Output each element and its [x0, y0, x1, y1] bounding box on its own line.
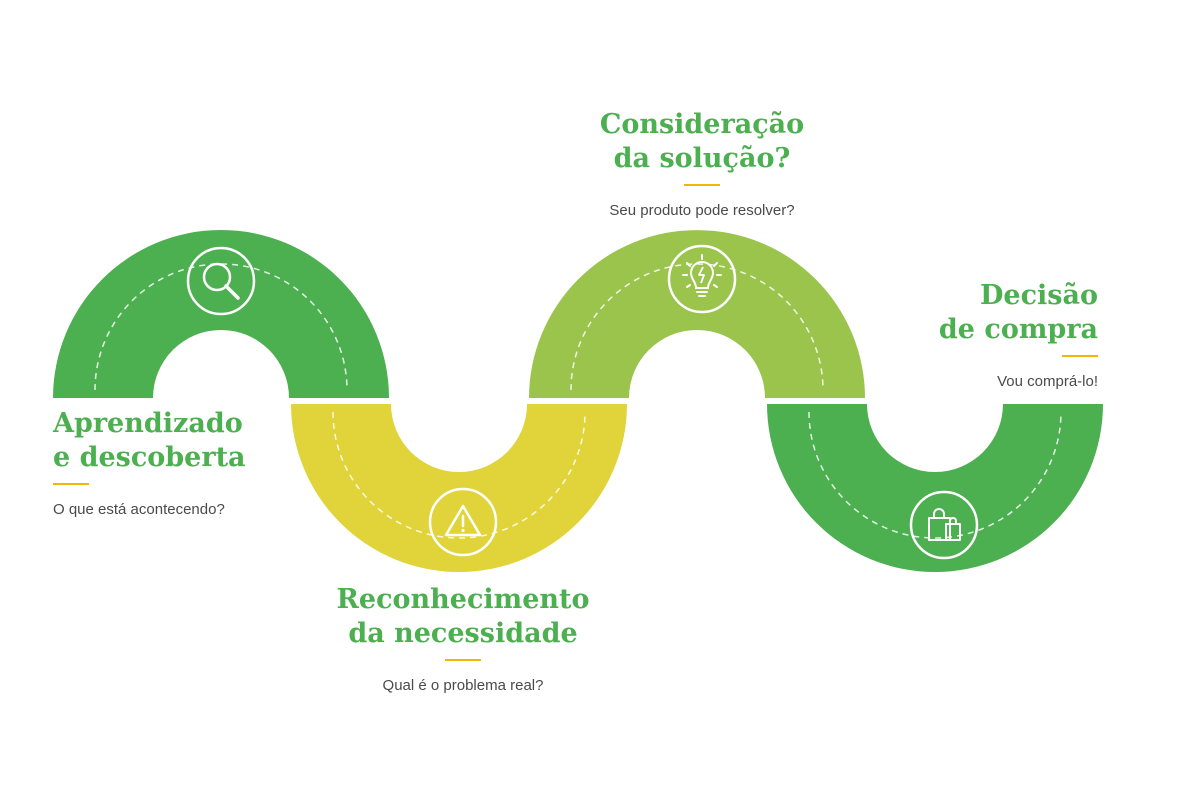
stage-reconhecimento: Reconhecimento da necessidade Qual é o p…	[313, 583, 613, 694]
accent-rule	[445, 659, 481, 661]
stage-consideracao: Consideração da solução? Seu produto pod…	[552, 108, 852, 219]
stage-aprendizado: Aprendizado e descoberta O que está acon…	[53, 407, 333, 518]
search-icon	[186, 246, 256, 316]
stage-title: Consideração da solução?	[599, 109, 805, 174]
stage-description: Seu produto pode resolver?	[609, 202, 795, 219]
dashed-track-stage-1	[94, 263, 348, 391]
accent-rule	[53, 483, 89, 485]
warning-icon	[428, 487, 498, 557]
stage-title: Aprendizado e descoberta	[53, 408, 246, 473]
stage-description: Qual é o problema real?	[382, 677, 544, 694]
stage-title: Decisão de compra	[938, 280, 1098, 345]
shopping-bag-icon	[909, 490, 979, 560]
stage-description: O que está acontecendo?	[53, 501, 225, 518]
stage-description: Vou comprá-lo!	[997, 373, 1098, 390]
dashed-track-stage-3	[570, 263, 824, 391]
arch-stage-4	[767, 404, 1103, 572]
dashed-track-stage-4	[808, 411, 1062, 539]
accent-rule	[684, 184, 720, 186]
accent-rule	[1062, 355, 1098, 357]
stage-title: Reconhecimento da necessidade	[336, 584, 590, 649]
lightbulb-icon	[667, 244, 737, 314]
stage-decisao: Decisão de compra Vou comprá-lo!	[848, 279, 1098, 390]
arch-stage-3	[529, 230, 865, 398]
dashed-track-stage-2	[332, 411, 586, 539]
